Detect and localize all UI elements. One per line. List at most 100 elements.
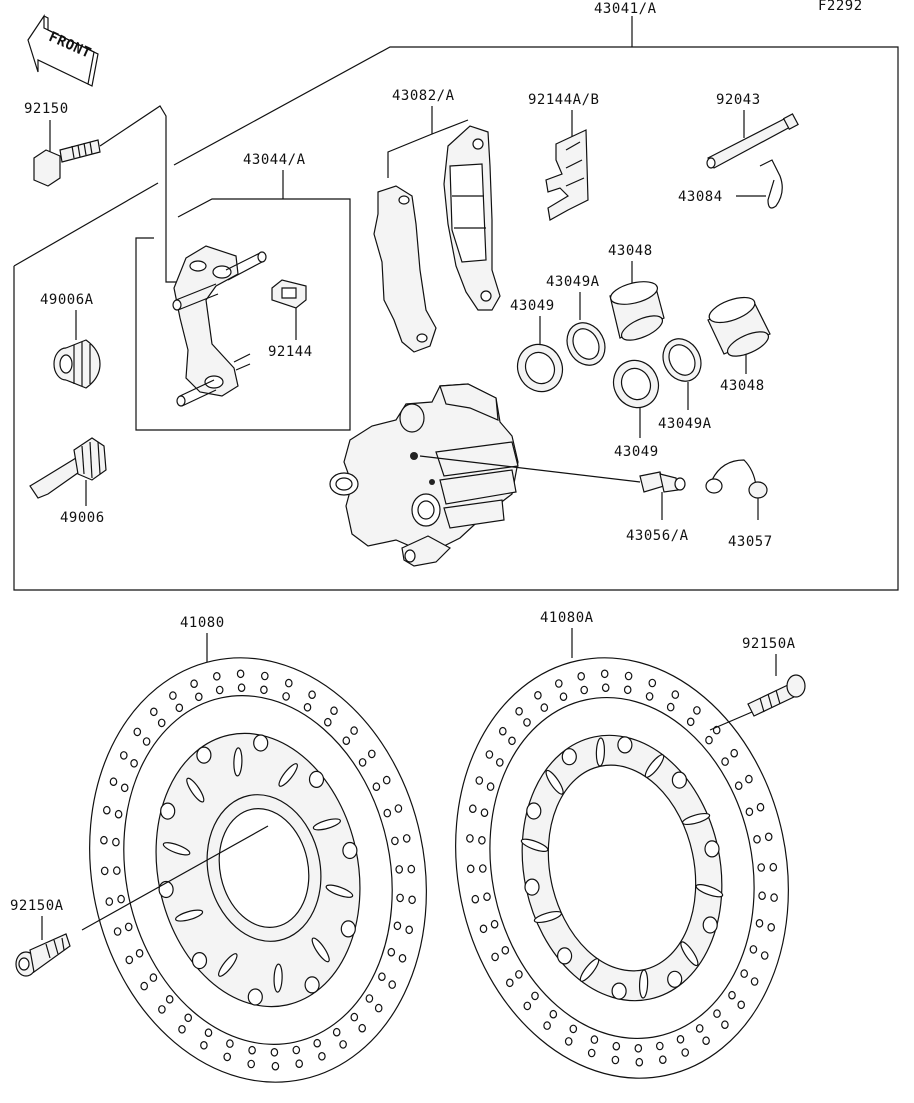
pad-spring-92144AB xyxy=(545,129,589,221)
disc-drill-hole xyxy=(601,683,610,693)
disc-drill-hole xyxy=(358,1023,367,1033)
disc-drill-hole xyxy=(612,1041,621,1051)
disc-drill-hole xyxy=(215,685,224,695)
disc-drill-hole xyxy=(734,781,743,791)
disc-drill-hole xyxy=(676,1035,685,1044)
disc-bolt-hole xyxy=(160,802,176,820)
disc-drill-hole xyxy=(577,671,586,681)
disc-drill-hole xyxy=(103,805,111,815)
disc-drill-hole xyxy=(478,835,486,845)
disc-drill-hole xyxy=(391,836,399,846)
disc-vent-slot xyxy=(174,909,204,922)
disc-bolt-hole xyxy=(526,802,542,820)
disc-drill-hole xyxy=(767,922,776,932)
disc-drill-hole xyxy=(770,893,778,902)
disc-drill-hole xyxy=(149,973,158,982)
disc-drill-hole xyxy=(758,891,766,901)
disc-drill-hole xyxy=(564,1037,573,1046)
pin-clip-43084 xyxy=(759,159,783,209)
disc-vent-slot xyxy=(533,910,563,924)
disc-drill-hole xyxy=(580,685,589,695)
disc-drill-hole xyxy=(740,969,749,978)
disc-drill-hole xyxy=(388,980,397,989)
label-43049A-right: 43049A xyxy=(658,416,712,432)
disc-drill-hole xyxy=(666,702,675,712)
disc-drill-hole xyxy=(130,758,138,768)
disc-drill-hole xyxy=(490,919,499,929)
label-41080A: 41080A xyxy=(540,610,594,626)
label-43048-right: 43048 xyxy=(720,378,765,394)
label-43057: 43057 xyxy=(728,534,773,550)
disc-drill-hole xyxy=(125,955,134,965)
label-43048-top: 43048 xyxy=(608,243,653,259)
disc-vent-slot xyxy=(545,769,564,795)
disc-bolt-hole xyxy=(617,736,633,754)
disc-drill-hole xyxy=(332,1027,341,1037)
disc-drill-hole xyxy=(367,749,376,759)
bleeder-valve-43056A xyxy=(639,471,686,493)
disc-drill-hole xyxy=(113,866,121,875)
disc-drill-hole xyxy=(365,994,374,1003)
disc-vent-slot xyxy=(325,884,354,898)
disc-drill-hole xyxy=(204,1028,213,1038)
caliper-bracket xyxy=(172,245,267,407)
disc-drill-hole xyxy=(648,678,657,688)
disc-drill-hole xyxy=(237,683,246,693)
disc-drill-hole xyxy=(554,679,563,688)
disc-drill-hole xyxy=(303,702,312,712)
disc-drill-hole xyxy=(109,777,118,787)
disc-drill-hole xyxy=(634,1044,643,1053)
disc-vent-slot xyxy=(680,941,699,967)
disc-drill-hole xyxy=(135,948,144,958)
disc-drill-hole xyxy=(339,1040,347,1049)
disc-vent-slot xyxy=(311,937,330,963)
disc-drill-hole xyxy=(635,1057,644,1067)
disc-bolt-hole xyxy=(340,920,356,938)
disc-drill-hole xyxy=(645,692,654,701)
disc-drill-hole xyxy=(378,972,386,982)
disc-drill-hole xyxy=(195,692,203,702)
disc-vent-slot xyxy=(681,812,711,826)
disc-drill-hole xyxy=(395,865,404,874)
brake-disc-41080A xyxy=(455,657,789,1079)
disc-drill-hole xyxy=(671,690,680,699)
disc-drill-hole xyxy=(112,837,120,847)
disc-drill-hole xyxy=(721,757,729,766)
disc-drill-hole xyxy=(374,1003,383,1013)
disc-drill-hole xyxy=(515,706,523,716)
disc-drill-hole xyxy=(178,1025,186,1034)
label-43049-right: 43049 xyxy=(614,444,659,460)
disc-bolt-hole xyxy=(304,976,320,994)
disc-drill-hole xyxy=(383,808,392,818)
disc-vent-slot xyxy=(233,747,243,777)
label-49006A: 49006A xyxy=(40,292,94,308)
disc-drill-hole xyxy=(100,866,109,876)
disc-drill-hole xyxy=(485,750,494,759)
disc-drill-hole xyxy=(236,669,245,679)
disc-drill-hole xyxy=(505,978,514,988)
label-43044A: 43044/A xyxy=(243,152,306,168)
disc-drill-hole xyxy=(757,863,766,872)
disc-drill-hole xyxy=(479,924,488,934)
disc-drill-hole xyxy=(756,802,765,812)
disc-drill-hole xyxy=(468,804,477,814)
bleeder-cap-43057 xyxy=(705,459,768,499)
disc-drill-hole xyxy=(549,1009,558,1019)
label-92150: 92150 xyxy=(24,101,69,117)
disc-drill-hole xyxy=(760,951,769,960)
disc-drill-hole xyxy=(382,775,391,785)
disc-drill-hole xyxy=(655,1041,664,1051)
disc-drill-hole xyxy=(750,977,759,986)
disc-drill-hole xyxy=(713,1009,721,1018)
disc-drill-hole xyxy=(342,736,351,746)
piston-43048-right xyxy=(707,296,771,357)
disc-drill-hole xyxy=(105,897,114,906)
disc-drill-hole xyxy=(405,925,414,935)
disc-drill-hole xyxy=(407,864,416,874)
disc-bolt-hole xyxy=(196,746,212,764)
disc-vent-slot xyxy=(638,969,649,999)
disc-drill-hole xyxy=(693,706,701,715)
label-92144AB: 92144A/B xyxy=(528,92,599,108)
disc-drill-hole xyxy=(295,1059,304,1069)
disc-bolt-hole xyxy=(556,947,573,965)
